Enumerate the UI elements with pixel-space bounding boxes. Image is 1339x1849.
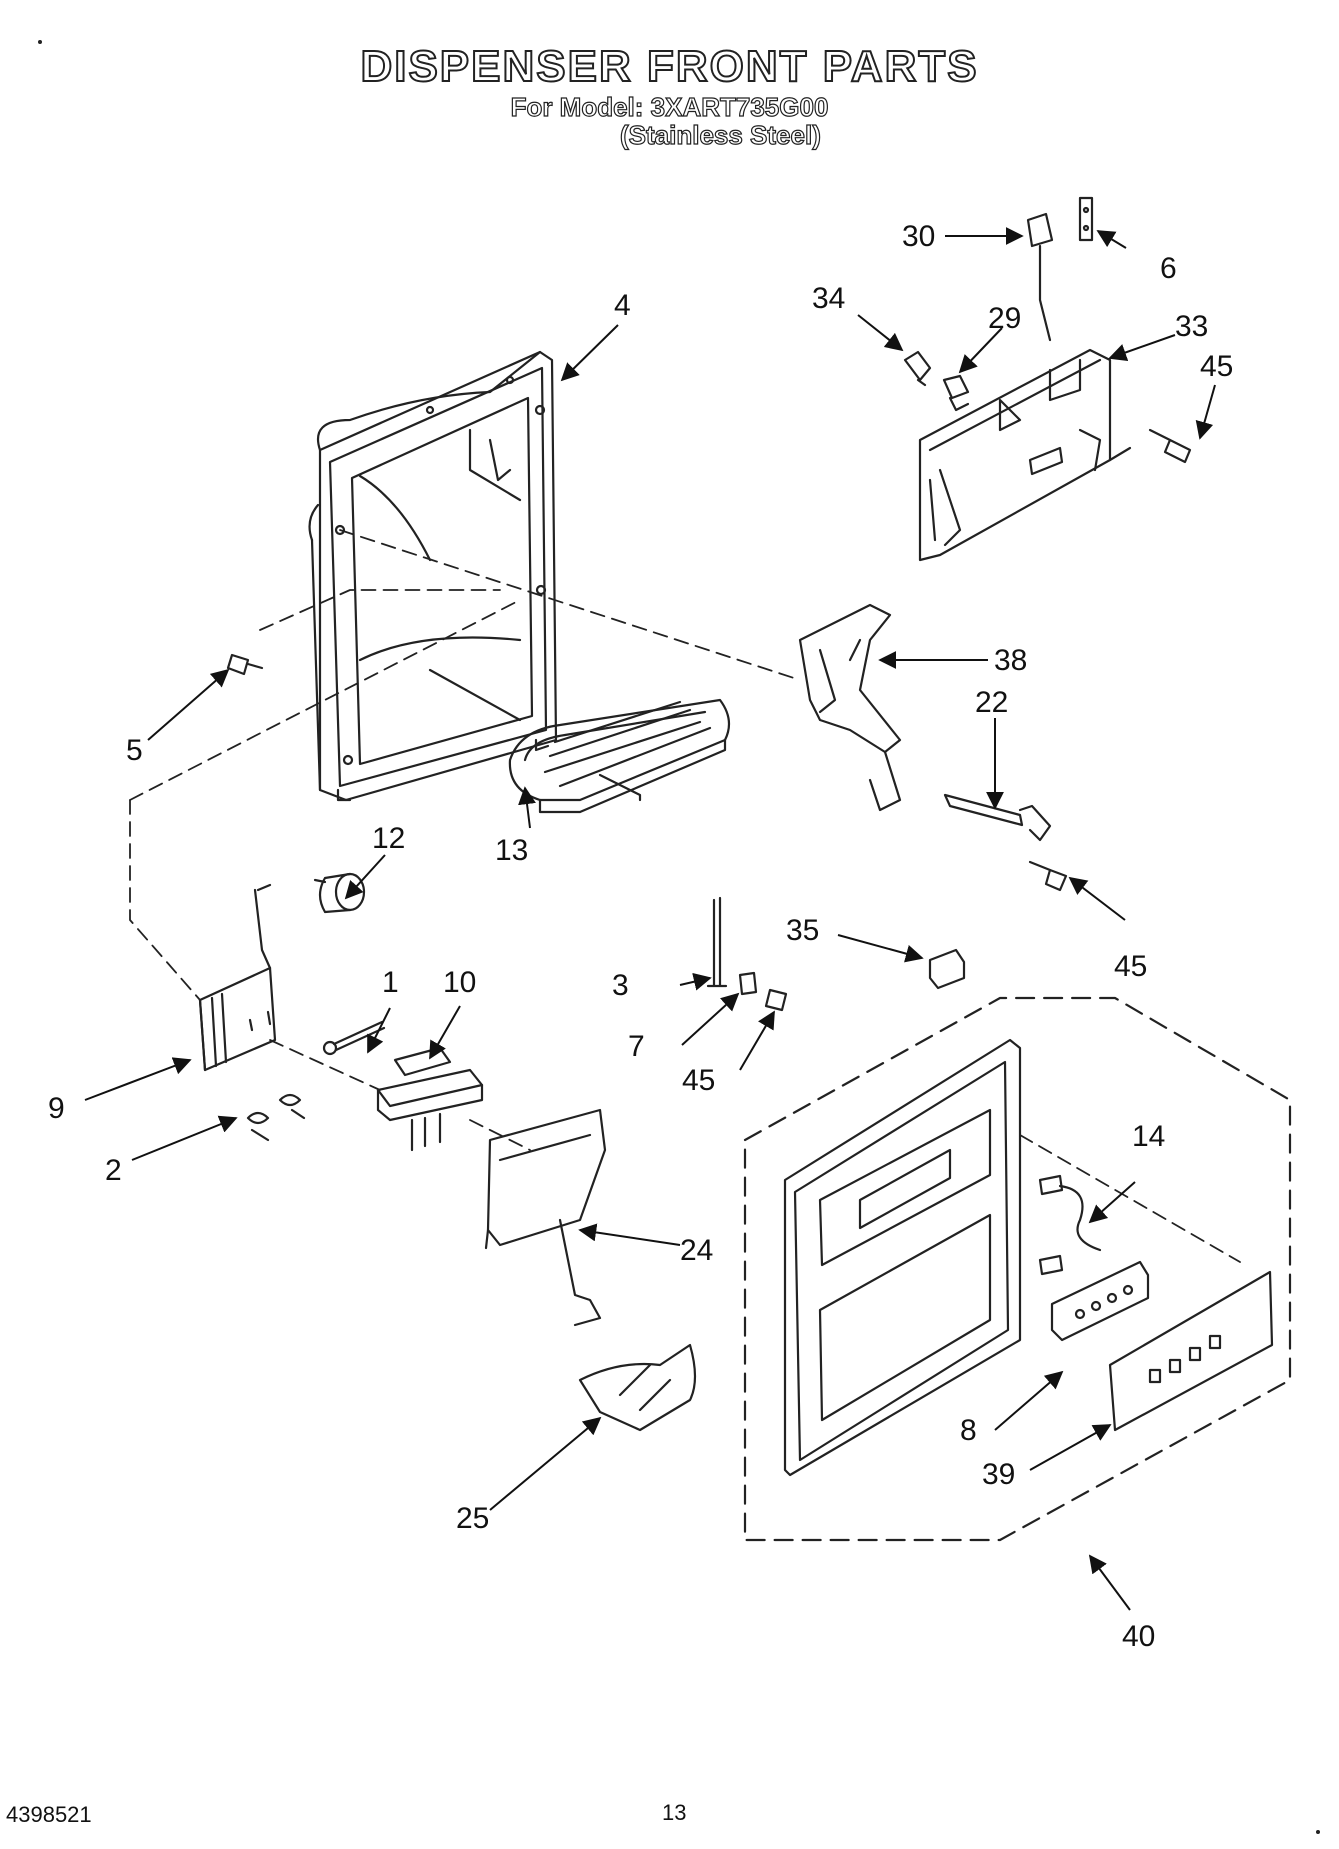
callout-10: 10 [443, 966, 476, 999]
assembly-lines [129, 529, 1241, 1263]
callout-30: 30 [902, 220, 935, 253]
callout-45-center: 45 [682, 1064, 715, 1097]
part-38-lever [798, 603, 902, 812]
callout-3: 3 [612, 969, 629, 1002]
callout-14: 14 [1132, 1120, 1165, 1153]
page-title: DISPENSER FRONT PARTS [359, 41, 979, 92]
callout-8: 8 [960, 1414, 977, 1447]
part-12-solenoid [313, 872, 366, 914]
part-2-springs [246, 1093, 306, 1142]
part-6-clip [1078, 196, 1094, 242]
callout-13: 13 [495, 834, 528, 867]
finish-line: (Stainless Steel) [619, 119, 821, 150]
part-39-overlay [1108, 1270, 1274, 1432]
part-14-wire-harness [1038, 1174, 1102, 1276]
callout-9: 9 [48, 1092, 65, 1125]
callout-39: 39 [982, 1458, 1015, 1491]
callout-29: 29 [988, 302, 1021, 335]
callout-labels: 1 2 3 4 5 6 7 8 9 10 12 13 14 22 24 25 2… [48, 220, 1233, 1653]
callout-45-right: 45 [1114, 950, 1147, 983]
callout-7: 7 [628, 1030, 645, 1063]
callout-25: 25 [456, 1502, 489, 1535]
part-29-lamp-socket [942, 374, 970, 412]
part-35-block [928, 948, 966, 990]
callout-24: 24 [680, 1234, 713, 1267]
part-3-switch [706, 896, 728, 988]
callout-1: 1 [382, 966, 399, 999]
part-25-ice-cup [578, 1343, 697, 1432]
part-45-screw-b [1028, 860, 1068, 892]
front-panel [783, 1038, 1022, 1477]
model-line: For Model: 3XART735G00 [510, 91, 829, 122]
part-45-screw-c [764, 988, 788, 1012]
part-30-switch [1026, 212, 1054, 342]
part-22-rod [943, 793, 1052, 842]
corner-mark-top [38, 40, 42, 44]
part-4-dispenser-housing [308, 350, 558, 802]
part-1-pin [322, 1020, 386, 1056]
part-8-control-board [1050, 1260, 1150, 1342]
callout-5: 5 [126, 734, 143, 767]
part-9-bracket [198, 883, 277, 1072]
part-13-drip-tray [428, 668, 731, 814]
part-5-screw [226, 653, 264, 676]
callout-6: 6 [1160, 252, 1177, 285]
callout-33: 33 [1175, 310, 1208, 343]
callout-34: 34 [812, 282, 845, 315]
part-33-module-housing [918, 348, 1132, 562]
part-7-spacer [738, 971, 758, 996]
callout-35: 35 [786, 914, 819, 947]
part-40-front-panel-assembly [743, 996, 1292, 1542]
part-10-actuator [376, 1046, 484, 1152]
callout-45-top: 45 [1200, 350, 1233, 383]
part-24-chute-door [484, 1108, 607, 1327]
corner-mark-bottom [1316, 1830, 1320, 1834]
callout-40: 40 [1122, 1620, 1155, 1653]
callout-2: 2 [105, 1154, 122, 1187]
part-45-screw-a [1148, 428, 1192, 464]
callout-38: 38 [994, 644, 1027, 677]
callout-22: 22 [975, 686, 1008, 719]
page-number: 13 [662, 1800, 687, 1825]
document-number: 4398521 [6, 1802, 92, 1827]
part-34-lamp-bulb [903, 350, 932, 387]
callout-12: 12 [372, 822, 405, 855]
callout-4: 4 [614, 289, 631, 322]
